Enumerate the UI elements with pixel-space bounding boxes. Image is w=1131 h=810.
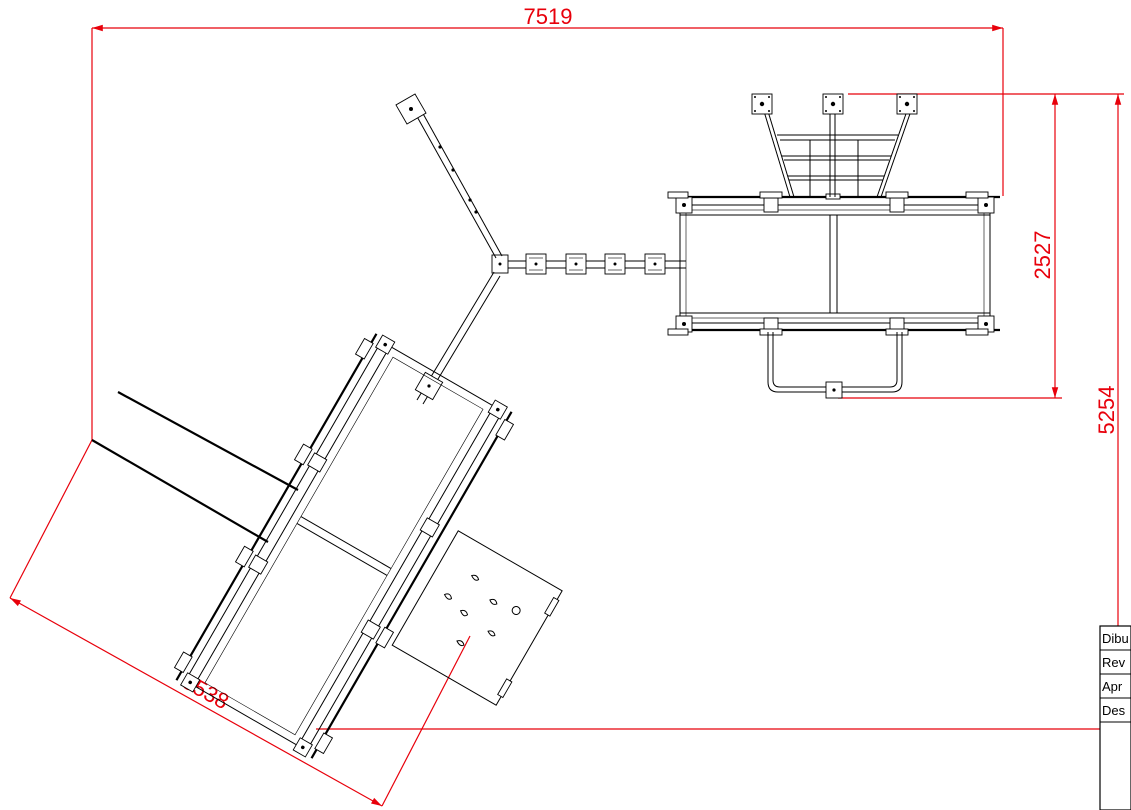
climbing-hold-icons [443, 574, 521, 647]
title-block-approved-label: Apr [1102, 679, 1123, 694]
title-block-revised-label: Rev [1102, 655, 1126, 670]
dimension-overall-depth: 5254 [316, 93, 1124, 731]
title-block-drawn-label: Dibu [1102, 631, 1129, 646]
dim-label-overall-width: 7519 [524, 4, 573, 29]
climbing-wall [391, 530, 563, 706]
top-climbing-net [751, 93, 918, 198]
title-block: Dibu Rev Apr Des [1099, 625, 1131, 810]
bottom-handrail [767, 332, 903, 399]
right-module [667, 93, 1000, 399]
dimension-platform-length: 3538 [9, 439, 471, 807]
left-platform [91, 333, 563, 759]
slide [91, 391, 299, 543]
title-block-description-label: Des [1102, 703, 1126, 718]
dim-label-module-depth: 2527 [1030, 231, 1055, 280]
dimension-module-depth: 2527 [838, 93, 1062, 399]
connecting-beams [395, 93, 686, 405]
dim-label-overall-depth: 5254 [1094, 386, 1119, 435]
dimension-overall-width: 7519 [91, 4, 1004, 440]
